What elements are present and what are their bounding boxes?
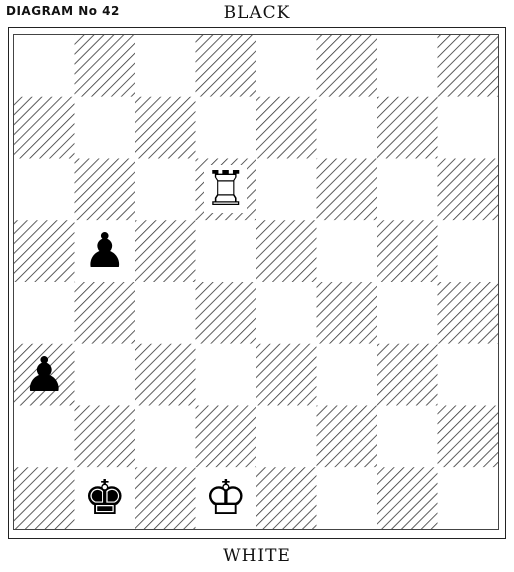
square-b8: [75, 35, 136, 97]
square-f5: [317, 220, 378, 282]
square-h5: [438, 220, 499, 282]
square-a6: [14, 159, 75, 221]
square-a8: [14, 35, 75, 97]
white-side-label: WHITE: [0, 546, 514, 566]
square-f1: [317, 467, 378, 529]
square-c8: [135, 35, 196, 97]
black-pawn-icon: ♟: [83, 227, 126, 275]
square-f3: [317, 344, 378, 406]
square-f7: [317, 97, 378, 159]
square-c2: [135, 406, 196, 468]
white-king-icon: ♔: [204, 474, 247, 522]
square-e7: [256, 97, 317, 159]
square-c7: [135, 97, 196, 159]
black-king-b1: ♚: [75, 468, 135, 528]
square-h4: [438, 282, 499, 344]
square-a5: [14, 220, 75, 282]
square-d4: [196, 282, 257, 344]
square-h6: [438, 159, 499, 221]
square-e4: [256, 282, 317, 344]
black-king-icon: ♚: [83, 474, 126, 522]
square-g3: [377, 344, 438, 406]
square-g6: [377, 159, 438, 221]
square-c4: [135, 282, 196, 344]
square-f2: [317, 406, 378, 468]
square-e6: [256, 159, 317, 221]
square-c3: [135, 344, 196, 406]
black-pawn-b5: ♟: [75, 221, 135, 281]
white-king-d1: ♔: [196, 468, 256, 528]
square-b3: [75, 344, 136, 406]
square-e5: [256, 220, 317, 282]
square-c1: [135, 467, 196, 529]
square-h3: [438, 344, 499, 406]
square-d3: [196, 344, 257, 406]
black-pawn-a3: ♟: [14, 345, 74, 405]
square-a7: [14, 97, 75, 159]
square-h2: [438, 406, 499, 468]
square-g2: [377, 406, 438, 468]
square-b6: [75, 159, 136, 221]
square-e8: [256, 35, 317, 97]
square-f6: [317, 159, 378, 221]
square-g4: [377, 282, 438, 344]
square-f4: [317, 282, 378, 344]
square-g5: [377, 220, 438, 282]
square-b2: [75, 406, 136, 468]
square-g1: [377, 467, 438, 529]
square-h7: [438, 97, 499, 159]
white-rook-icon: ♖: [204, 165, 247, 213]
square-d5: [196, 220, 257, 282]
square-g7: [377, 97, 438, 159]
chess-board: [14, 35, 498, 529]
square-c5: [135, 220, 196, 282]
square-a4: [14, 282, 75, 344]
square-d8: [196, 35, 257, 97]
square-f8: [317, 35, 378, 97]
white-rook-d6: ♖: [196, 159, 256, 219]
black-side-label: BLACK: [0, 3, 514, 23]
square-g8: [377, 35, 438, 97]
square-h1: [438, 467, 499, 529]
square-b4: [75, 282, 136, 344]
square-e3: [256, 344, 317, 406]
square-d7: [196, 97, 257, 159]
square-e1: [256, 467, 317, 529]
square-d2: [196, 406, 257, 468]
square-h8: [438, 35, 499, 97]
square-a1: [14, 467, 75, 529]
black-pawn-icon: ♟: [23, 351, 66, 399]
square-b7: [75, 97, 136, 159]
square-e2: [256, 406, 317, 468]
square-c6: [135, 159, 196, 221]
square-a2: [14, 406, 75, 468]
